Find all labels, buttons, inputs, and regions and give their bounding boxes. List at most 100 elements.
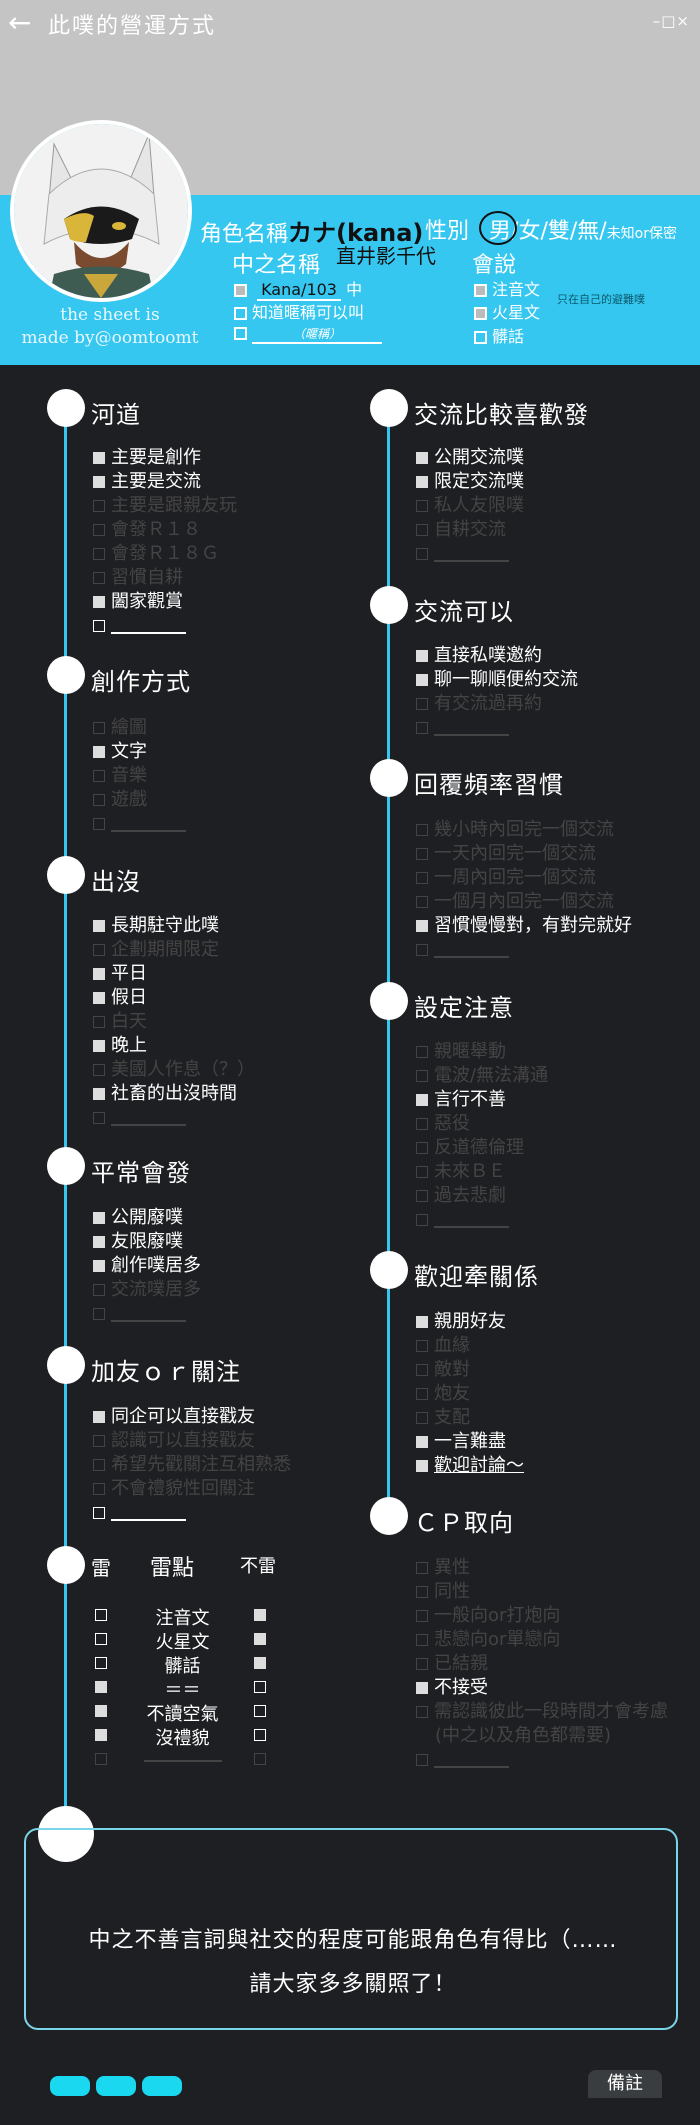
option-item[interactable]: 限定交流噗 — [416, 470, 524, 494]
option-item[interactable]: 友限廢噗 — [93, 1230, 183, 1254]
option-item[interactable]: 悲戀向or單戀向 — [416, 1628, 560, 1652]
back-arrow-icon[interactable]: ← — [8, 6, 32, 39]
mine-checkbox[interactable] — [95, 1657, 107, 1669]
option-item[interactable]: 平日 — [93, 962, 147, 986]
checkbox[interactable] — [416, 1436, 428, 1448]
option-item[interactable] — [93, 812, 186, 836]
option-item[interactable]: 文字 — [93, 740, 147, 764]
checkbox[interactable] — [416, 920, 428, 932]
checkbox[interactable] — [416, 896, 428, 908]
window-controls[interactable]: –□× — [652, 12, 690, 30]
checkbox[interactable] — [416, 1610, 428, 1622]
checkbox[interactable] — [93, 746, 105, 758]
nonmine-checkbox[interactable] — [254, 1753, 266, 1765]
option-item[interactable]: 白天 — [93, 1010, 147, 1034]
option-item[interactable] — [416, 542, 509, 566]
option-item[interactable]: 闔家觀賞 — [93, 590, 183, 614]
option-item[interactable]: 主要是創作 — [93, 446, 201, 470]
option-item[interactable]: 習慣自耕 — [93, 566, 183, 590]
option-item[interactable]: 親朋好友 — [416, 1310, 506, 1334]
checkbox[interactable] — [93, 1459, 105, 1471]
checkbox[interactable] — [93, 1308, 105, 1320]
tab-pill-3[interactable] — [142, 2076, 182, 2096]
nickname-option-1[interactable]: Kana/103 中 — [234, 276, 362, 301]
checkbox[interactable] — [93, 1284, 105, 1296]
checkbox[interactable] — [416, 476, 428, 488]
checkbox[interactable] — [93, 1236, 105, 1248]
checkbox[interactable] — [416, 1682, 428, 1694]
option-item[interactable]: 異性 — [416, 1556, 470, 1580]
checkbox[interactable] — [93, 1435, 105, 1447]
nickname-option-2[interactable]: 知道暱稱可以叫 — [234, 299, 364, 323]
checkbox[interactable] — [416, 824, 428, 836]
option-item[interactable]: 言行不善 — [416, 1088, 506, 1112]
checkbox[interactable] — [416, 1166, 428, 1178]
checkbox[interactable] — [416, 674, 428, 686]
checkbox[interactable] — [416, 1460, 428, 1472]
option-item[interactable]: 美國人作息（？） — [93, 1058, 255, 1082]
checkbox[interactable] — [93, 1260, 105, 1272]
checkbox[interactable] — [93, 944, 105, 956]
option-item[interactable]: 同性 — [416, 1580, 470, 1604]
checkbox[interactable] — [474, 331, 487, 344]
option-item[interactable] — [93, 614, 186, 638]
checkbox[interactable] — [93, 1088, 105, 1100]
checkbox[interactable] — [93, 992, 105, 1004]
mine-checkbox[interactable] — [95, 1681, 107, 1693]
checkbox[interactable] — [416, 944, 428, 956]
option-item[interactable]: 長期駐守此噗 — [93, 914, 219, 938]
option-item[interactable]: 未來ＢＥ — [416, 1160, 506, 1184]
gender-unknown[interactable]: 未知or保密 — [606, 226, 678, 242]
checkbox[interactable] — [93, 1016, 105, 1028]
checkbox[interactable] — [93, 500, 105, 512]
option-item[interactable]: 親暱舉動 — [416, 1040, 506, 1064]
mine-checkbox[interactable] — [95, 1609, 107, 1621]
option-item[interactable]: 希望先戳關注互相熟悉 — [93, 1453, 291, 1477]
checkbox[interactable] — [474, 284, 487, 297]
checkbox[interactable] — [93, 1212, 105, 1224]
option-item[interactable]: 自耕交流 — [416, 518, 506, 542]
checkbox[interactable] — [93, 722, 105, 734]
checkbox[interactable] — [93, 620, 105, 632]
option-item[interactable]: 過去悲劇 — [416, 1184, 506, 1208]
checkbox[interactable] — [93, 770, 105, 782]
checkbox[interactable] — [93, 794, 105, 806]
option-item[interactable]: 血緣 — [416, 1334, 470, 1358]
checkbox[interactable] — [416, 872, 428, 884]
checkbox[interactable] — [416, 1094, 428, 1106]
option-item[interactable]: 直接私噗邀約 — [416, 644, 542, 668]
checkbox[interactable] — [416, 1586, 428, 1598]
option-item[interactable]: 遊戲 — [93, 788, 147, 812]
option-item[interactable]: 聊一聊順便約交流 — [416, 668, 578, 692]
checkbox[interactable] — [416, 1340, 428, 1352]
option-item[interactable]: 會發Ｒ１８ — [93, 518, 201, 542]
option-item[interactable]: 創作噗居多 — [93, 1254, 201, 1278]
checkbox[interactable] — [93, 1112, 105, 1124]
option-item[interactable]: 主要是跟親友玩 — [93, 494, 237, 518]
checkbox[interactable] — [416, 1118, 428, 1130]
nickname-option-3[interactable]: （暱稱） — [234, 323, 382, 344]
option-item[interactable]: 公開交流噗 — [416, 446, 524, 470]
checkbox[interactable] — [416, 1190, 428, 1202]
checkbox[interactable] — [93, 476, 105, 488]
checkbox[interactable] — [416, 1754, 428, 1766]
option-item[interactable]: 炮友 — [416, 1382, 470, 1406]
checkbox[interactable] — [93, 818, 105, 830]
option-item[interactable]: 支配 — [416, 1406, 470, 1430]
checkbox[interactable] — [474, 307, 487, 320]
checkbox[interactable] — [416, 1070, 428, 1082]
nonmine-checkbox[interactable] — [254, 1705, 266, 1717]
option-item[interactable]: 繪圖 — [93, 716, 147, 740]
tab-pill-1[interactable] — [50, 2076, 90, 2096]
option-item[interactable]: 一周內回完一個交流 — [416, 866, 596, 890]
option-item[interactable]: 已結親 — [416, 1652, 488, 1676]
option-item[interactable]: 反道德倫理 — [416, 1136, 524, 1160]
mine-checkbox[interactable] — [95, 1729, 107, 1741]
checkbox[interactable] — [93, 524, 105, 536]
checkbox[interactable] — [416, 452, 428, 464]
option-item[interactable] — [416, 716, 509, 740]
option-item[interactable] — [416, 938, 509, 962]
option-item[interactable] — [93, 1302, 186, 1326]
checkbox[interactable] — [416, 1634, 428, 1646]
checkbox[interactable] — [416, 548, 428, 560]
